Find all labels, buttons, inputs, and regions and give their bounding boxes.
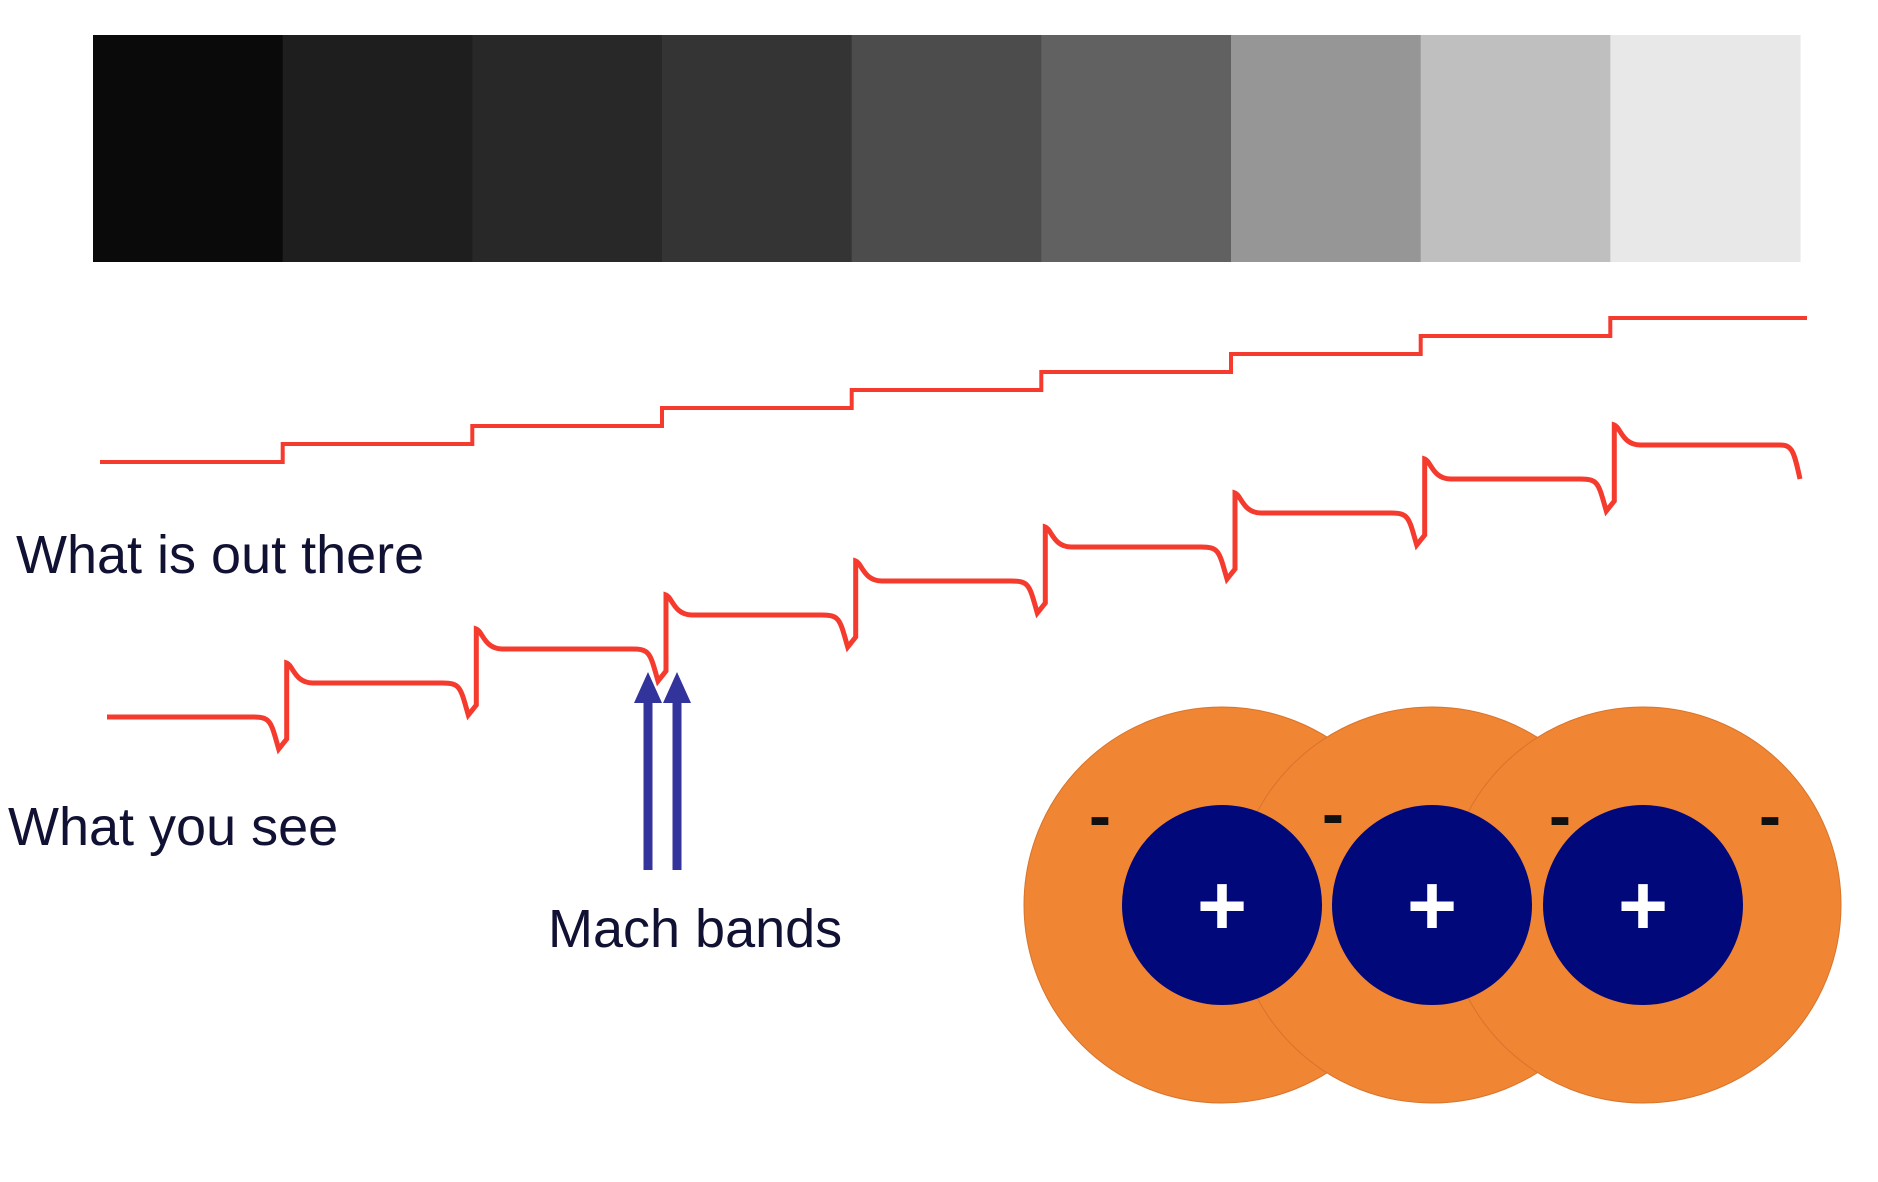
center-plus-sign-1: +	[1197, 858, 1247, 954]
gray-swatch-1	[93, 35, 284, 262]
actual-luminance-label: What is out there	[16, 525, 425, 585]
cell-center-1	[1122, 805, 1322, 1005]
cell-center-3	[1543, 805, 1743, 1005]
receptive-field-cells: ----+++	[1023, 706, 1842, 1104]
mach-band-arrows	[634, 672, 691, 870]
gray-swatch-8	[1420, 35, 1611, 262]
actual-luminance-staircase	[100, 316, 1807, 464]
gray-swatch-6	[1041, 35, 1232, 262]
surround-minus-sign-1: -	[1089, 778, 1111, 852]
surround-minus-sign-3: -	[1549, 778, 1571, 852]
perceived-brightness-profile	[107, 421, 1803, 755]
gray-step-strip	[93, 35, 1801, 262]
surround-minus-sign-4: -	[1759, 778, 1781, 852]
perceived-brightness-label: What you see	[8, 797, 339, 857]
cell-center-2	[1332, 805, 1532, 1005]
gray-swatch-7	[1231, 35, 1422, 262]
gray-swatch-3	[472, 35, 663, 262]
gray-swatch-4	[662, 35, 853, 262]
mach-bands-label: Mach bands	[548, 899, 843, 959]
surround-minus-sign-2: -	[1322, 776, 1344, 850]
center-plus-sign-2: +	[1407, 858, 1457, 954]
mach-band-arrow-right-head	[663, 672, 691, 703]
gray-swatch-2	[282, 35, 473, 262]
gray-swatch-9	[1610, 35, 1801, 262]
gray-swatch-5	[851, 35, 1042, 262]
mach-band-arrow-left-head	[634, 672, 662, 703]
center-plus-sign-3: +	[1618, 858, 1668, 954]
